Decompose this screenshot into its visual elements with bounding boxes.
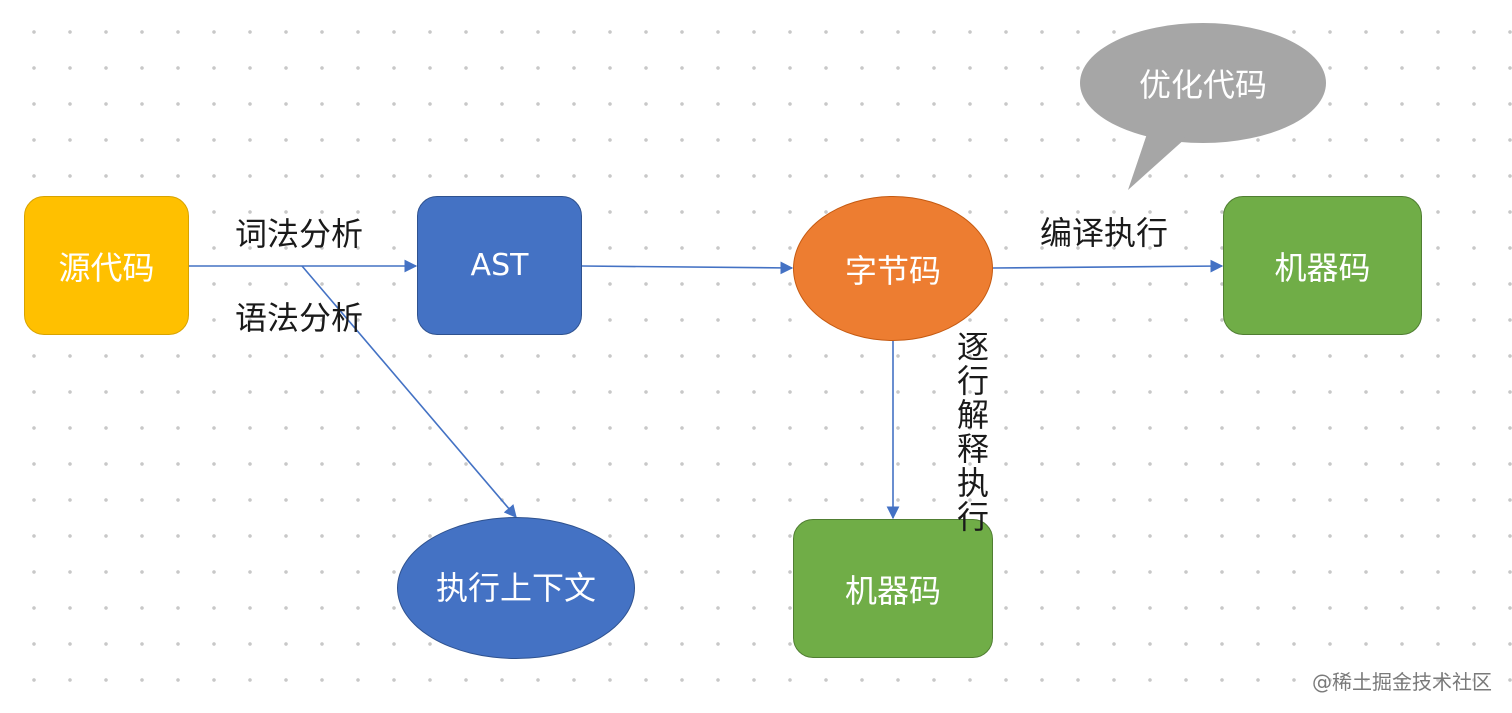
node-optimize-code: 优化代码 [1138, 66, 1267, 104]
label-syntax-analysis: 语法分析 [235, 299, 364, 337]
label-compile-execute: 编译执行 [1040, 214, 1169, 252]
node-machine-code-compiled: 机器码 [1223, 196, 1422, 335]
node-machine-code-interpreted: 机器码 [793, 519, 993, 658]
label-interpret-line-by-line: 逐行解释执行 [956, 328, 989, 536]
arrow-bytecode-to-machine-compiled [992, 259, 1224, 273]
arrow-ast-to-bytecode [581, 261, 794, 275]
node-bytecode: 字节码 [793, 196, 993, 341]
node-execution-context: 执行上下文 [397, 517, 635, 659]
node-source-code: 源代码 [24, 196, 189, 335]
label-lexical-analysis: 词法分析 [235, 215, 364, 253]
watermark-text: @稀土掘金技术社区 [1312, 670, 1492, 694]
node-ast: AST [417, 196, 582, 335]
